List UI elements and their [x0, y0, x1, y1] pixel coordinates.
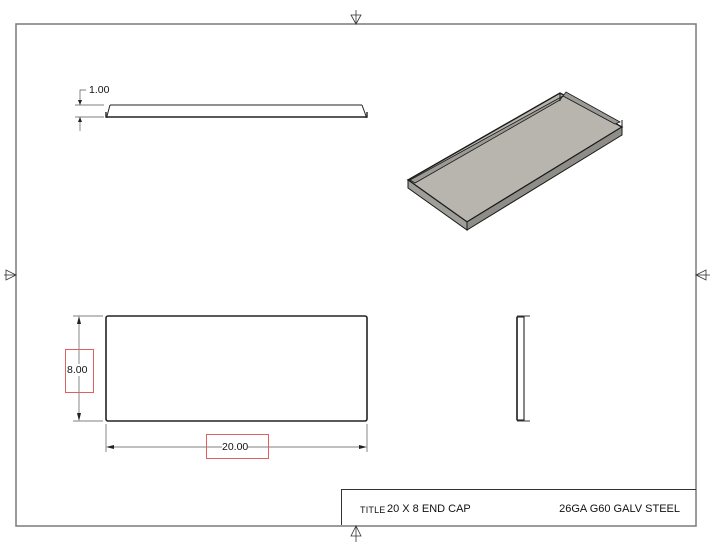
drawing-frame	[15, 23, 697, 527]
center-mark-right-icon	[695, 269, 710, 281]
center-mark-left-icon	[4, 269, 17, 281]
title-label: TITLE	[360, 505, 386, 515]
material-spec: 26GA G60 GALV STEEL	[559, 503, 680, 515]
title-block: TITLE 20 X 8 END CAP 26GA G60 GALV STEEL	[341, 489, 696, 525]
plan-width-highlight	[206, 434, 269, 459]
center-mark-bottom-icon	[350, 525, 362, 542]
end-view	[516, 315, 530, 422]
side-view	[105, 104, 368, 118]
center-mark-top-icon	[350, 10, 362, 25]
plan-height-highlight	[65, 349, 94, 393]
plan-width-label: 20.00	[222, 441, 249, 453]
drawing-title: 20 X 8 END CAP	[387, 503, 471, 515]
side-view-height-label: 1.00	[89, 84, 110, 96]
isometric-view	[406, 91, 624, 231]
plan-height-label: 8.00	[67, 364, 88, 376]
plan-view	[105, 315, 368, 422]
side-view-height-dimension	[75, 89, 104, 131]
